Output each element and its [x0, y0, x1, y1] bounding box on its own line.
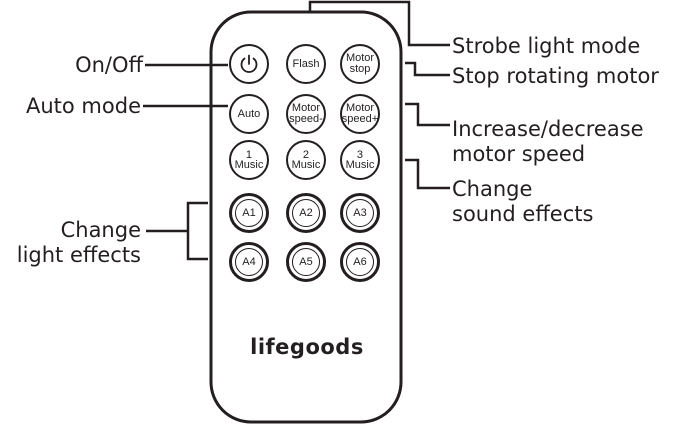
music-3-label: Music — [345, 159, 375, 171]
auto-button-label: Auto — [237, 108, 261, 120]
stop-motor-leader — [405, 61, 450, 77]
power-button[interactable] — [229, 44, 269, 84]
change-light-label-line2: light effects — [16, 243, 141, 267]
speed-leader — [405, 102, 450, 127]
speed-up-line2: speed+ — [341, 113, 379, 125]
sound-leader — [405, 158, 450, 190]
flash-button[interactable]: Flash — [286, 44, 326, 84]
a4-label: A4 — [242, 256, 256, 268]
a6-button[interactable]: A6 — [340, 242, 380, 282]
brand-logo: lifegoods — [250, 335, 364, 359]
strobe-leader — [308, 0, 450, 47]
change-light-label-line1: Change — [60, 218, 141, 242]
light-effects-bracket — [186, 201, 208, 261]
a5-button[interactable]: A5 — [286, 242, 326, 282]
a2-button[interactable]: A2 — [286, 193, 326, 233]
strobe-label: Strobe light mode — [452, 34, 641, 58]
sound-label-line1: Change — [452, 177, 533, 201]
a1-label: A1 — [242, 207, 256, 219]
music-2-label: Music — [291, 159, 321, 171]
a4-button[interactable]: A4 — [229, 242, 269, 282]
a1-button[interactable]: A1 — [229, 193, 269, 233]
speed-up-line1: Motor — [345, 102, 375, 114]
speed-down-line1: Motor — [291, 102, 321, 114]
on-off-label: On/Off — [75, 53, 143, 77]
a3-label: A3 — [353, 207, 367, 219]
speed-label-line2: motor speed — [452, 142, 586, 166]
motor-stop-line1: Motor — [345, 52, 375, 64]
motor-stop-line2: stop — [349, 63, 371, 75]
a3-button[interactable]: A3 — [340, 193, 380, 233]
speed-down-line2: speed- — [289, 113, 323, 125]
stop-motor-label: Stop rotating motor — [452, 64, 659, 88]
auto-mode-label: Auto mode — [26, 94, 141, 118]
a6-label: A6 — [353, 256, 367, 268]
music-1-number: 1 — [245, 149, 253, 161]
music-2-number: 2 — [302, 149, 310, 161]
auto-button[interactable]: Auto — [229, 94, 269, 134]
power-icon — [240, 54, 258, 73]
music-3-number: 3 — [356, 149, 364, 161]
speed-label-line1: Increase/decrease — [452, 117, 644, 141]
music-1-label: Music — [234, 159, 264, 171]
a5-label: A5 — [299, 256, 313, 268]
sound-label-line2: sound effects — [452, 202, 594, 226]
a2-label: A2 — [299, 207, 313, 219]
flash-button-label: Flash — [292, 58, 320, 70]
